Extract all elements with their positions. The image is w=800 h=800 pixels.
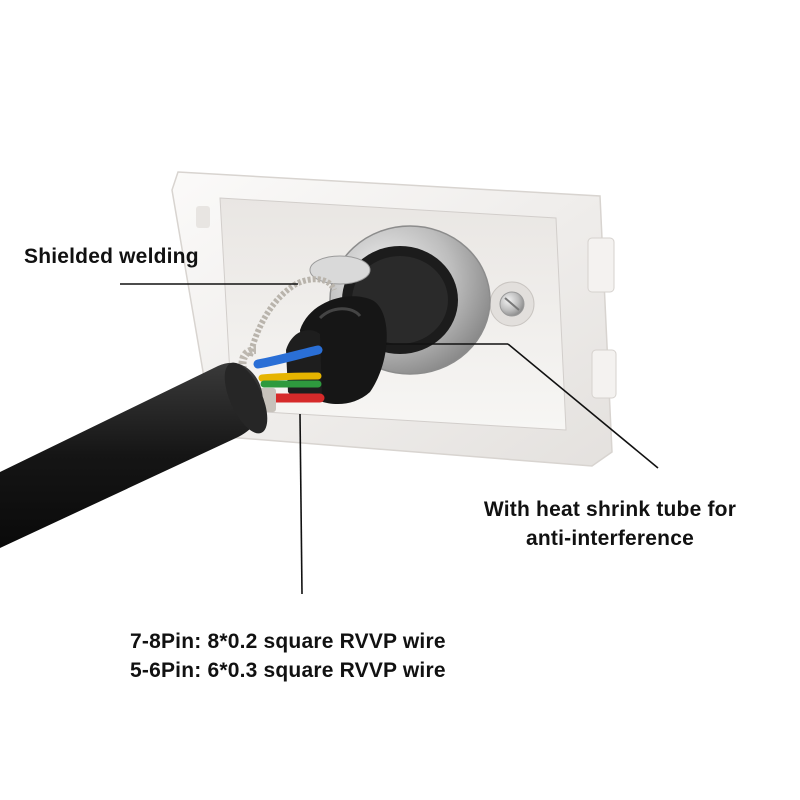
heat-shrink-label: With heat shrink tube for anti-interfere… [460, 495, 760, 554]
heat-shrink-label-line2: anti-interference [526, 527, 694, 551]
heat-shrink-label-line1: With heat shrink tube for [483, 498, 737, 521]
black-cable [0, 362, 268, 548]
screw-icon [489, 281, 535, 327]
wire-spec-line1: 7-8Pin: 8*0.2 square RVVP wire [130, 630, 446, 653]
leader-lines [120, 283, 659, 595]
shielded-welding-label: Shielded welding [24, 245, 199, 268]
wire-spec-label: 7-8Pin: 8*0.2 square RVVP wire 5-6Pin: 6… [130, 627, 446, 686]
wire-spec-line2: 5-6Pin: 6*0.3 square RVVP wire [130, 659, 446, 683]
